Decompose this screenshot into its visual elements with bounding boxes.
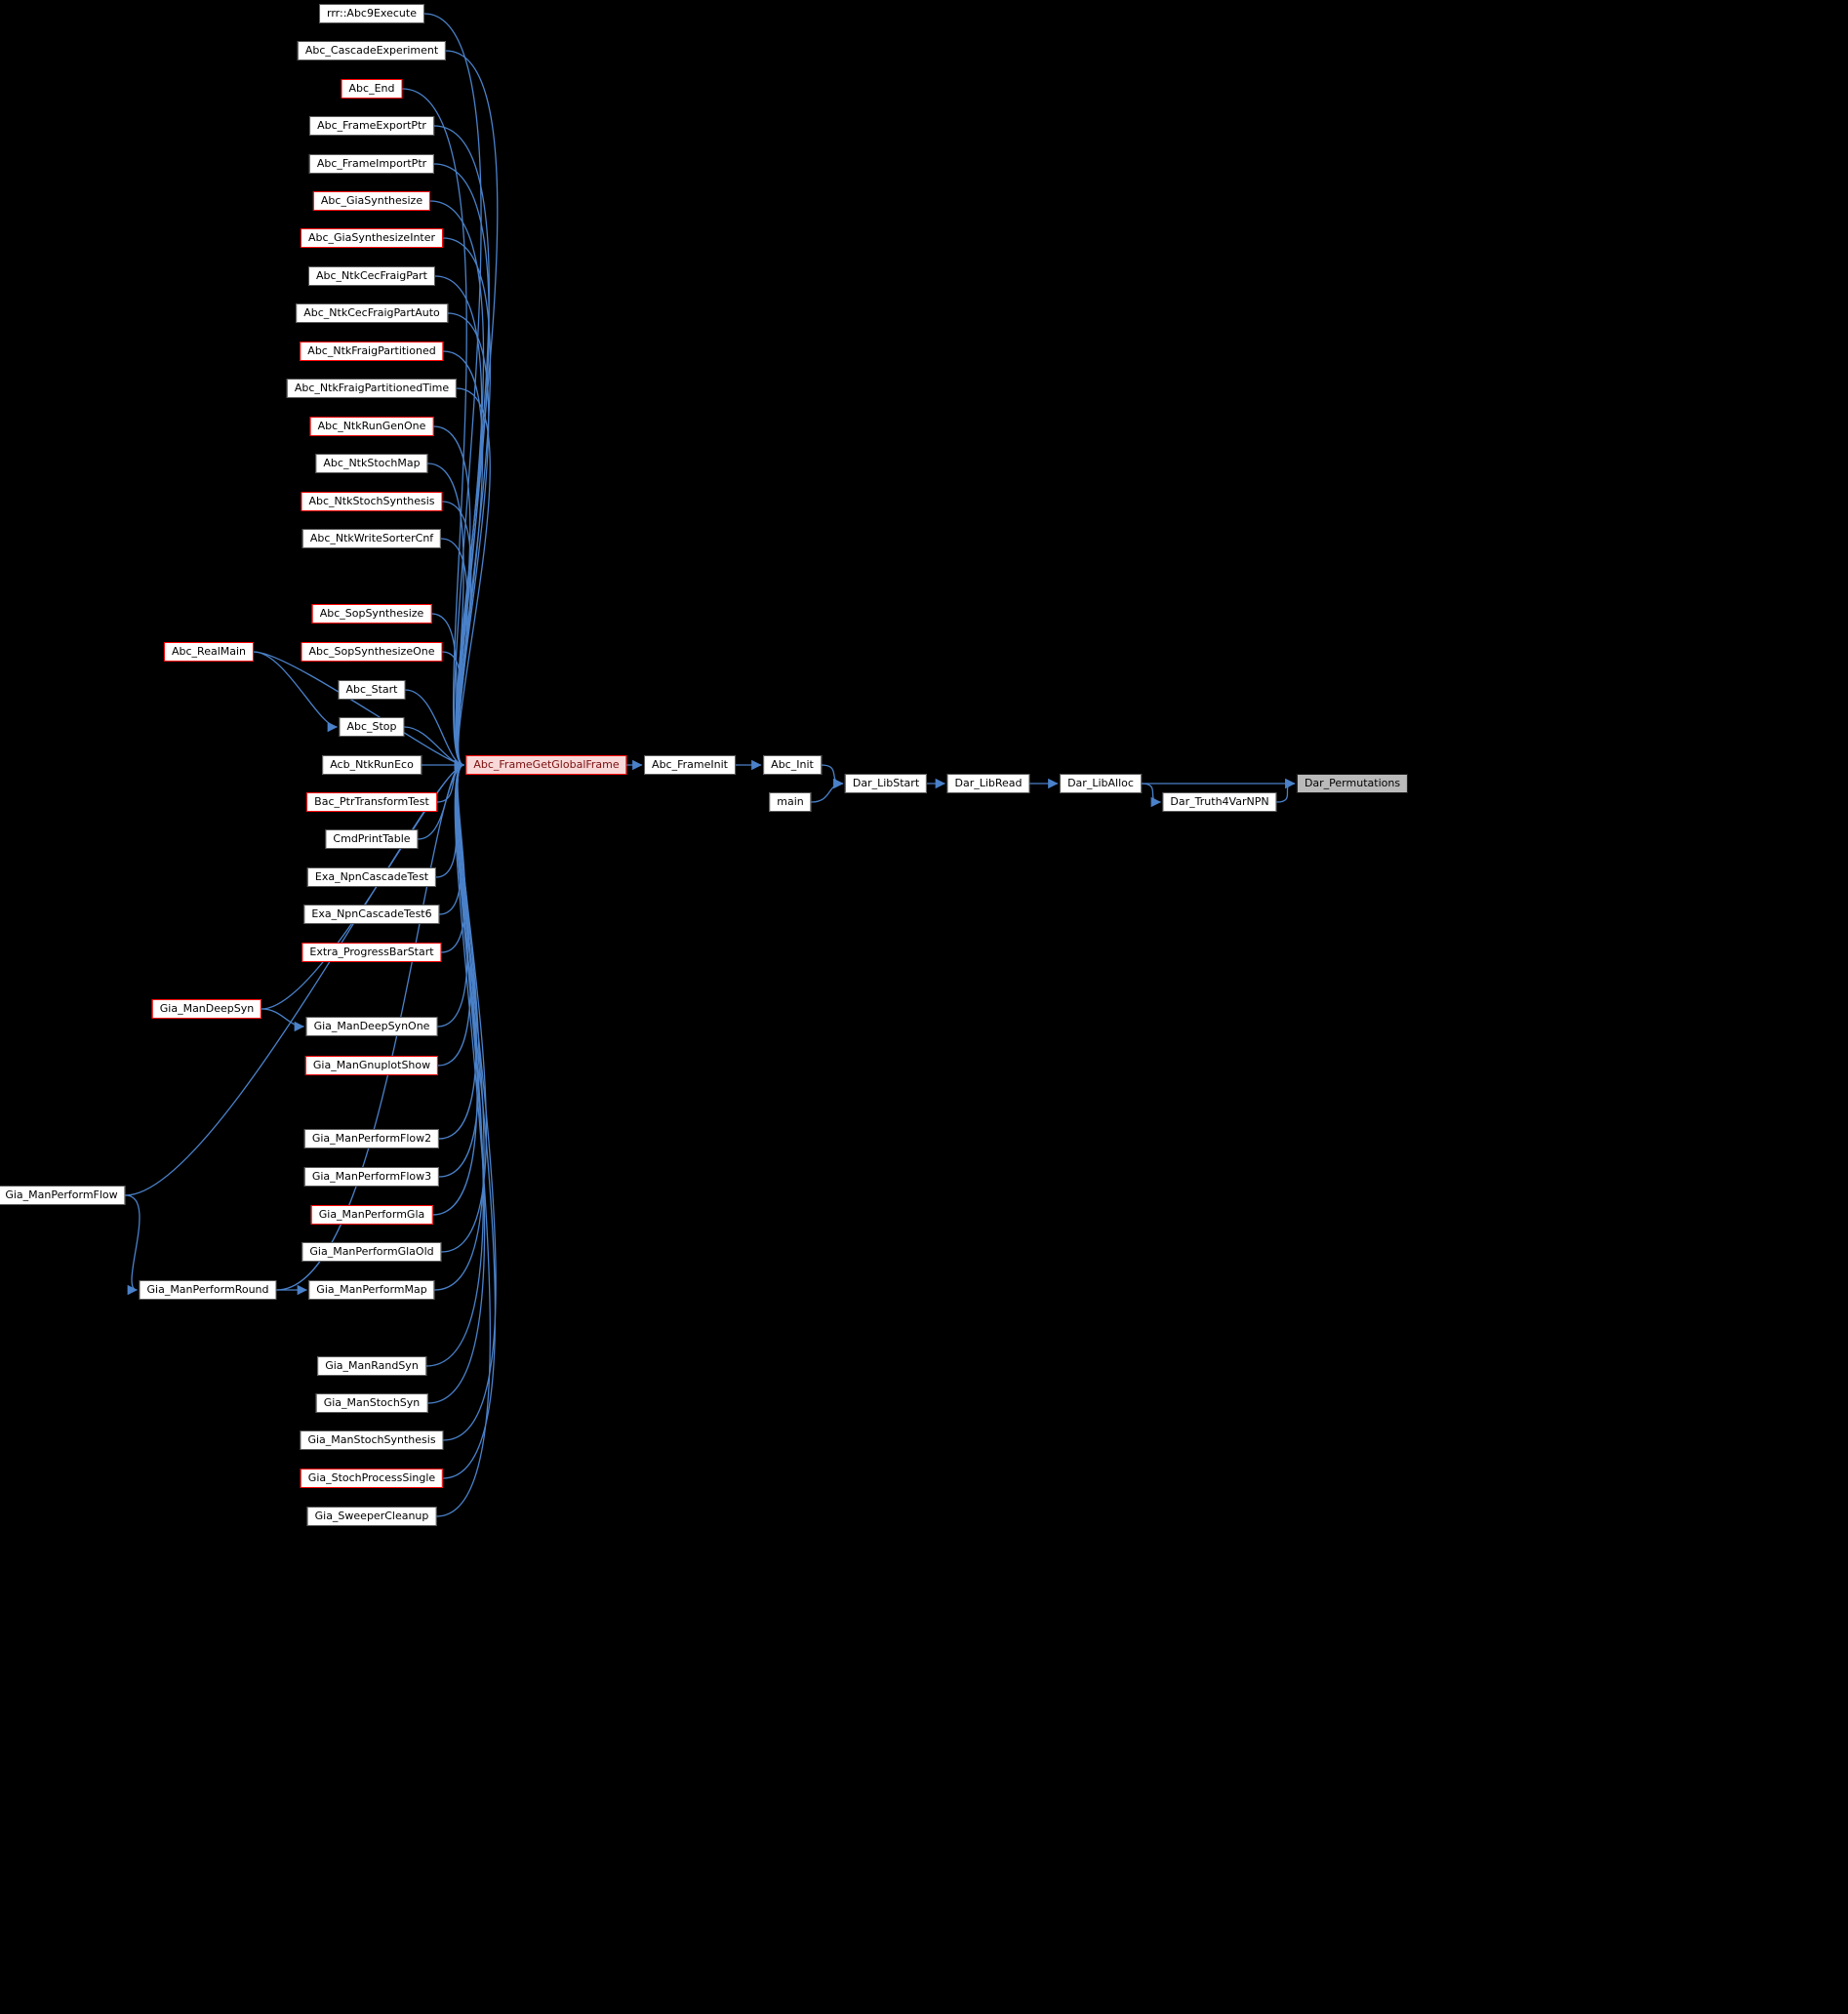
graph-node-ntk-run-gen-one[interactable]: Abc_NtkRunGenOne bbox=[309, 417, 434, 436]
graph-node-deep-syn-one[interactable]: Gia_ManDeepSynOne bbox=[305, 1017, 438, 1036]
call-edge-dar-lib-alloc-to-dar-truth4varnpn bbox=[1141, 783, 1162, 808]
graph-node-abc9execute[interactable]: rrr::Abc9Execute bbox=[319, 4, 424, 23]
call-edge-sweeper-cleanup-to-frame-get-global-frame bbox=[436, 759, 492, 1517]
graph-node-perform-gla-old[interactable]: Gia_ManPerformGlaOld bbox=[301, 1242, 442, 1262]
graph-node-sop-synthesize[interactable]: Abc_SopSynthesize bbox=[311, 604, 432, 624]
graph-node-cec-fraig-part[interactable]: Abc_NtkCecFraigPart bbox=[307, 266, 436, 286]
graph-node-frame-export-ptr[interactable]: Abc_FrameExportPtr bbox=[309, 116, 434, 136]
graph-node-cec-fraig-part-auto[interactable]: Abc_NtkCecFraigPartAuto bbox=[296, 303, 448, 323]
graph-node-abc-start[interactable]: Abc_Start bbox=[338, 680, 406, 700]
graph-node-sweeper-cleanup[interactable]: Gia_SweeperCleanup bbox=[306, 1507, 437, 1526]
graph-node-frame-init[interactable]: Abc_FrameInit bbox=[644, 755, 736, 775]
graph-node-dar-lib-alloc[interactable]: Dar_LibAlloc bbox=[1060, 774, 1142, 793]
graph-node-perform-round[interactable]: Gia_ManPerformRound bbox=[139, 1280, 277, 1300]
call-edge-main-to-dar-lib-start bbox=[811, 778, 844, 803]
graph-node-gnuplot-show[interactable]: Gia_ManGnuplotShow bbox=[304, 1056, 439, 1075]
graph-node-stoch-process-single[interactable]: Gia_StochProcessSingle bbox=[300, 1469, 444, 1488]
graph-node-write-sorter-cnf[interactable]: Abc_NtkWriteSorterCnf bbox=[301, 529, 442, 548]
graph-node-ntk-stoch-synthesis[interactable]: Abc_NtkStochSynthesis bbox=[301, 492, 443, 511]
call-edge-perform-gla-old-to-frame-get-global-frame bbox=[441, 759, 487, 1253]
graph-node-main[interactable]: main bbox=[769, 792, 812, 812]
graph-node-abc-init[interactable]: Abc_Init bbox=[763, 755, 822, 775]
call-edge-abc-real-main-to-abc-stop bbox=[253, 651, 339, 733]
graph-node-abc-real-main[interactable]: Abc_RealMain bbox=[163, 642, 255, 662]
graph-node-perform-flow[interactable]: Gia_ManPerformFlow bbox=[0, 1186, 126, 1205]
graph-node-stoch-synthesis[interactable]: Gia_ManStochSynthesis bbox=[300, 1430, 444, 1450]
call-edge-perform-flow-to-frame-get-global-frame bbox=[125, 759, 465, 1196]
graph-node-fraig-partitioned-time[interactable]: Abc_NtkFraigPartitionedTime bbox=[286, 379, 458, 398]
graph-node-deep-syn[interactable]: Gia_ManDeepSyn bbox=[151, 999, 262, 1019]
call-edge-ntk-run-gen-one-to-frame-get-global-frame bbox=[433, 425, 471, 771]
graph-node-abc-stop[interactable]: Abc_Stop bbox=[339, 717, 405, 737]
call-edge-deep-syn-to-deep-syn-one bbox=[261, 1008, 305, 1032]
call-edge-stoch-process-single-to-frame-get-global-frame bbox=[442, 759, 497, 1479]
graph-node-acb-ntk-run-eco[interactable]: Acb_NtkRunEco bbox=[322, 755, 422, 775]
call-edge-perform-flow-to-perform-round bbox=[125, 1194, 141, 1296]
graph-node-perform-map[interactable]: Gia_ManPerformMap bbox=[308, 1280, 435, 1300]
call-edge-dar-truth4varnpn-to-dar-permutations bbox=[1276, 778, 1296, 803]
graph-node-dar-lib-start[interactable]: Dar_LibStart bbox=[844, 774, 928, 793]
graph-node-rand-syn[interactable]: Gia_ManRandSyn bbox=[317, 1356, 426, 1376]
graph-node-bac-ptr-transform-test[interactable]: Bac_PtrTransformTest bbox=[306, 792, 437, 812]
graph-node-exa-npn-cascade-test6[interactable]: Exa_NpnCascadeTest6 bbox=[303, 905, 440, 924]
graph-node-gia-synthesize-inter[interactable]: Abc_GiaSynthesizeInter bbox=[300, 228, 444, 248]
graph-node-exa-npn-cascade-test[interactable]: Exa_NpnCascadeTest bbox=[306, 867, 437, 887]
graph-node-perform-gla[interactable]: Gia_ManPerformGla bbox=[310, 1205, 433, 1225]
graph-node-cmd-print-table[interactable]: CmdPrintTable bbox=[325, 829, 419, 849]
graph-node-dar-permutations[interactable]: Dar_Permutations bbox=[1296, 774, 1409, 793]
graph-node-gia-synthesize[interactable]: Abc_GiaSynthesize bbox=[312, 191, 431, 211]
graph-node-dar-lib-read[interactable]: Dar_LibRead bbox=[946, 774, 1030, 793]
graph-node-extra-progress-bar[interactable]: Extra_ProgressBarStart bbox=[301, 943, 442, 962]
graph-node-fraig-partitioned[interactable]: Abc_NtkFraigPartitioned bbox=[300, 342, 444, 361]
graph-node-sop-synthesize-one[interactable]: Abc_SopSynthesizeOne bbox=[301, 642, 443, 662]
graph-node-perform-flow3[interactable]: Gia_ManPerformFlow3 bbox=[303, 1167, 440, 1187]
call-edge-abc-init-to-dar-lib-start bbox=[821, 764, 844, 789]
graph-node-abc-end[interactable]: Abc_End bbox=[341, 79, 403, 99]
graph-node-cascade-experiment[interactable]: Abc_CascadeExperiment bbox=[297, 41, 447, 60]
graph-node-perform-flow2[interactable]: Gia_ManPerformFlow2 bbox=[303, 1129, 440, 1148]
graph-node-stoch-syn[interactable]: Gia_ManStochSyn bbox=[315, 1393, 428, 1413]
graph-node-frame-get-global-frame[interactable]: Abc_FrameGetGlobalFrame bbox=[465, 755, 627, 775]
graph-node-ntk-stoch-map[interactable]: Abc_NtkStochMap bbox=[315, 454, 428, 473]
call-edge-abc-real-main-to-frame-get-global-frame bbox=[253, 651, 465, 771]
graph-node-dar-truth4varnpn[interactable]: Dar_Truth4VarNPN bbox=[1162, 792, 1277, 812]
graph-node-frame-import-ptr[interactable]: Abc_FrameImportPtr bbox=[308, 154, 435, 174]
